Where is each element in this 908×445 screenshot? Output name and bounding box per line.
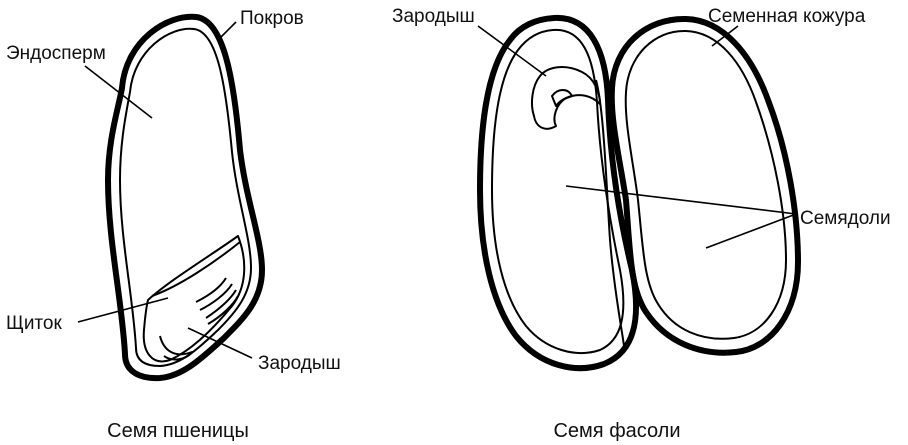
bean-cotyledons-label: Семядоли [800,208,891,229]
wheat-leaf-primordia [196,278,238,324]
wheat-endosperm-label: Эндосперм [6,43,106,64]
bean-caption: Семя фасоли [553,420,680,442]
bean-cotyledon-leader-1 [566,186,796,214]
bean-seed: Зародыш Семенная кожура Семядоли Семя фа… [392,6,891,442]
wheat-embryo-label: Зародыш [258,353,341,374]
wheat-caption: Семя пшеницы [107,420,249,442]
bean-coat-label: Семенная кожура [708,6,866,27]
wheat-covering-leader [218,22,236,40]
bean-embryo-leaf [552,90,572,106]
bean-embryo-label: Зародыш [392,6,475,27]
wheat-covering-label: Покров [240,8,304,29]
wheat-scutellum-label: Щиток [6,313,62,334]
bean-right-half-inner [626,31,786,339]
wheat-scutellum [152,242,240,296]
bean-cotyledon-leader-2 [706,214,796,248]
wheat-seed: Покров Эндосперм Щиток Зародыш Семя пшен… [6,8,341,442]
bean-right-half-coat [612,19,798,353]
